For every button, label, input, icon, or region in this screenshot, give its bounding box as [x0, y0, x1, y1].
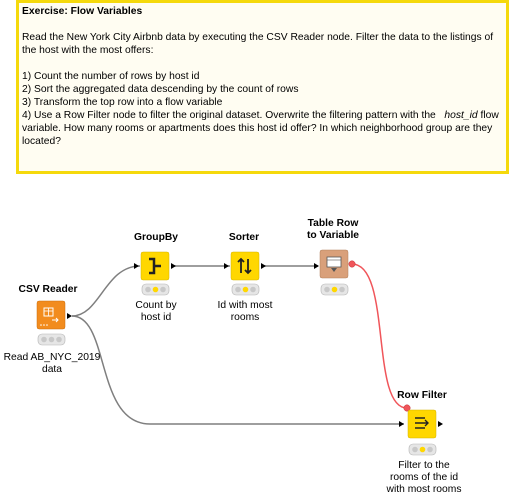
table-row-to-variable-title-line-2: to Variable	[306, 230, 360, 241]
node-row-filter[interactable]	[399, 404, 443, 456]
flow-variable-port-icon[interactable]	[348, 260, 356, 268]
node-sorter[interactable]	[224, 251, 266, 296]
input-port-icon[interactable]	[399, 421, 404, 427]
csv-reader-title: CSV Reader	[18, 284, 78, 295]
output-port-icon[interactable]	[261, 263, 266, 269]
input-port-icon[interactable]	[314, 263, 319, 269]
row-filter-label: Filter to the rooms of the id with most …	[387, 460, 462, 496]
annotation-step-4-text: 4) Use a Row Filter node to filter the o…	[22, 110, 436, 121]
groupby-title: GroupBy	[133, 232, 179, 243]
row-filter-body[interactable]	[407, 409, 437, 439]
row-filter-label-line-2: rooms of the id	[389, 472, 459, 483]
row-filter-title: Row Filter	[397, 390, 447, 401]
annotation-step-4-question: flow variable. How many rooms or apartme…	[22, 110, 499, 147]
csv-reader-label: Read AB_NYC_2019 data	[4, 352, 101, 376]
table-icon	[326, 256, 342, 268]
annotation-step-2: 2) Sort the aggregated data descending b…	[22, 84, 299, 95]
sort-arrows-icon	[237, 257, 252, 275]
annotation-step-3: 3) Transform the top row into a flow var…	[22, 97, 223, 108]
sorter-title: Sorter	[228, 232, 260, 243]
sorter-label-line-2: rooms	[230, 312, 260, 323]
row-filter-icon	[415, 417, 429, 429]
row-filter-label-line-1: Filter to the	[398, 460, 450, 471]
annotation-step-4: 4) Use a Row Filter node to filter the o…	[22, 109, 503, 148]
sorter-label-line-1: Id with most	[217, 300, 273, 311]
csv-reader-label-line-2: data	[41, 364, 63, 375]
output-port-icon[interactable]	[438, 421, 443, 427]
table-row-to-variable-title: Table Row to Variable	[307, 218, 359, 242]
flow-variable-input-port-icon[interactable]	[403, 404, 411, 412]
flow-variable-connection[interactable]	[351, 263, 408, 409]
node-csv-reader[interactable]	[36, 300, 72, 346]
output-port-icon[interactable]	[67, 313, 72, 319]
groupby-label-line-1: Count by	[135, 300, 177, 311]
connection-csv-to-groupby[interactable]	[71, 265, 141, 317]
annotation-step-4-variable: host_id	[444, 110, 478, 121]
input-port-icon[interactable]	[224, 263, 229, 269]
annotation-intro: Read the New York City Airbnb data by ex…	[22, 32, 494, 56]
csv-reader-label-line-1: Read AB_NYC_2019	[3, 352, 101, 363]
output-port-icon[interactable]	[171, 263, 176, 269]
groupby-label-line-2: host id	[140, 312, 172, 323]
sorter-label: Id with most rooms	[218, 300, 273, 324]
exercise-annotation: Exercise: Flow Variables Read the New Yo…	[16, 0, 509, 174]
row-filter-label-line-3: with most rooms	[386, 484, 462, 495]
input-port-icon[interactable]	[134, 263, 139, 269]
table-row-to-variable-title-line-1: Table Row	[307, 218, 359, 229]
annotation-title: Exercise: Flow Variables	[22, 6, 143, 17]
node-groupby[interactable]	[134, 251, 176, 296]
connection-csv-to-rowfilter[interactable]	[71, 315, 404, 425]
annotation-step-1: 1) Count the number of rows by host id	[22, 71, 200, 82]
node-table-row-to-variable[interactable]	[314, 249, 356, 296]
groupby-label: Count by host id	[135, 300, 176, 324]
sorter-body[interactable]	[230, 251, 260, 281]
groupby-icon	[149, 257, 161, 275]
